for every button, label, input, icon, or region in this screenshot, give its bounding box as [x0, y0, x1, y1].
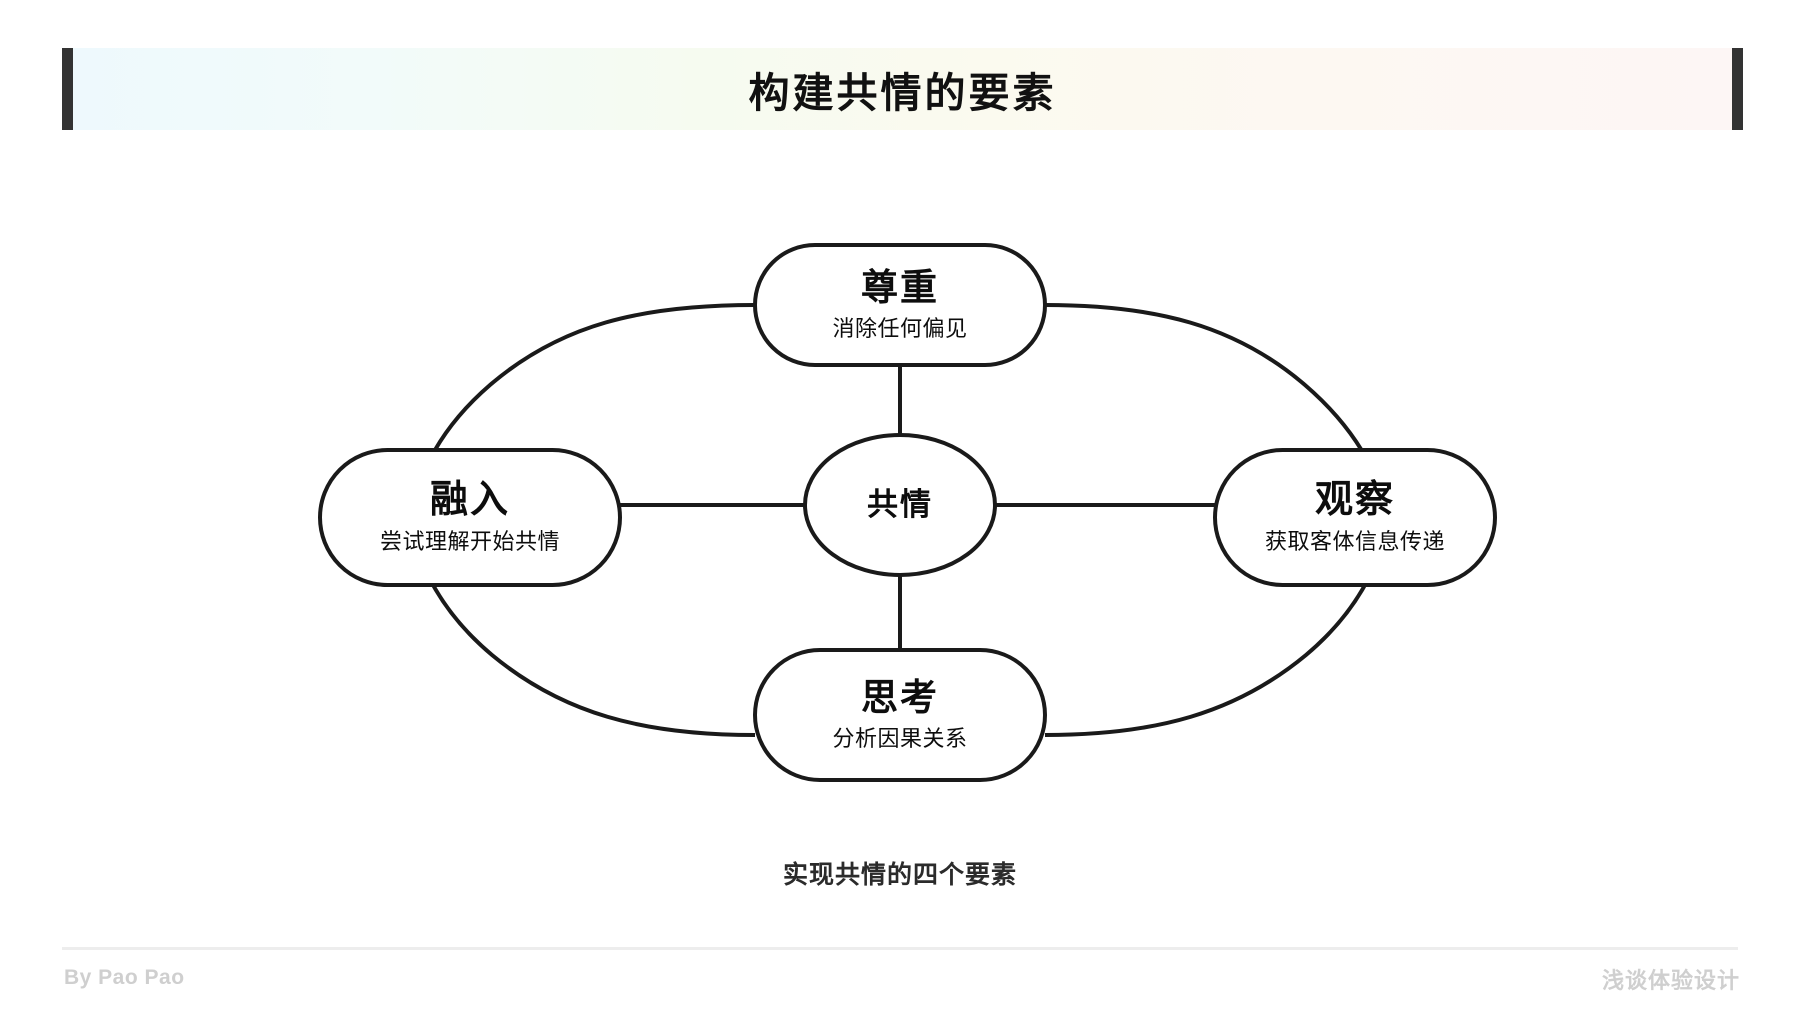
node-shape-respect[interactable] [753, 243, 1047, 367]
footer-author: By Pao Pao [64, 966, 185, 989]
title-gradient-background: 构建共情的要素 [73, 48, 1732, 130]
title-banner: 构建共情的要素 [0, 48, 1800, 130]
node-shape-observe[interactable] [1213, 448, 1497, 587]
page-title: 构建共情的要素 [748, 70, 1057, 116]
node-shape-empathy[interactable] [803, 433, 997, 577]
diagram-canvas [318, 243, 1497, 782]
diagram-caption: 实现共情的四个要素 [782, 861, 1017, 889]
footer-divider [62, 947, 1738, 950]
title-accent-bar-left [62, 48, 73, 130]
node-shape-integrate[interactable] [318, 448, 622, 587]
footer-series-title: 浅谈体验设计 [1601, 968, 1740, 993]
node-shape-think[interactable] [753, 648, 1047, 782]
empathy-concept-diagram: 尊重 消除任何偏见 融入 尝试理解开始共情 共情 观察 获取客体信息传递 思考 … [0, 150, 1800, 850]
title-accent-bar-right [1732, 48, 1743, 130]
